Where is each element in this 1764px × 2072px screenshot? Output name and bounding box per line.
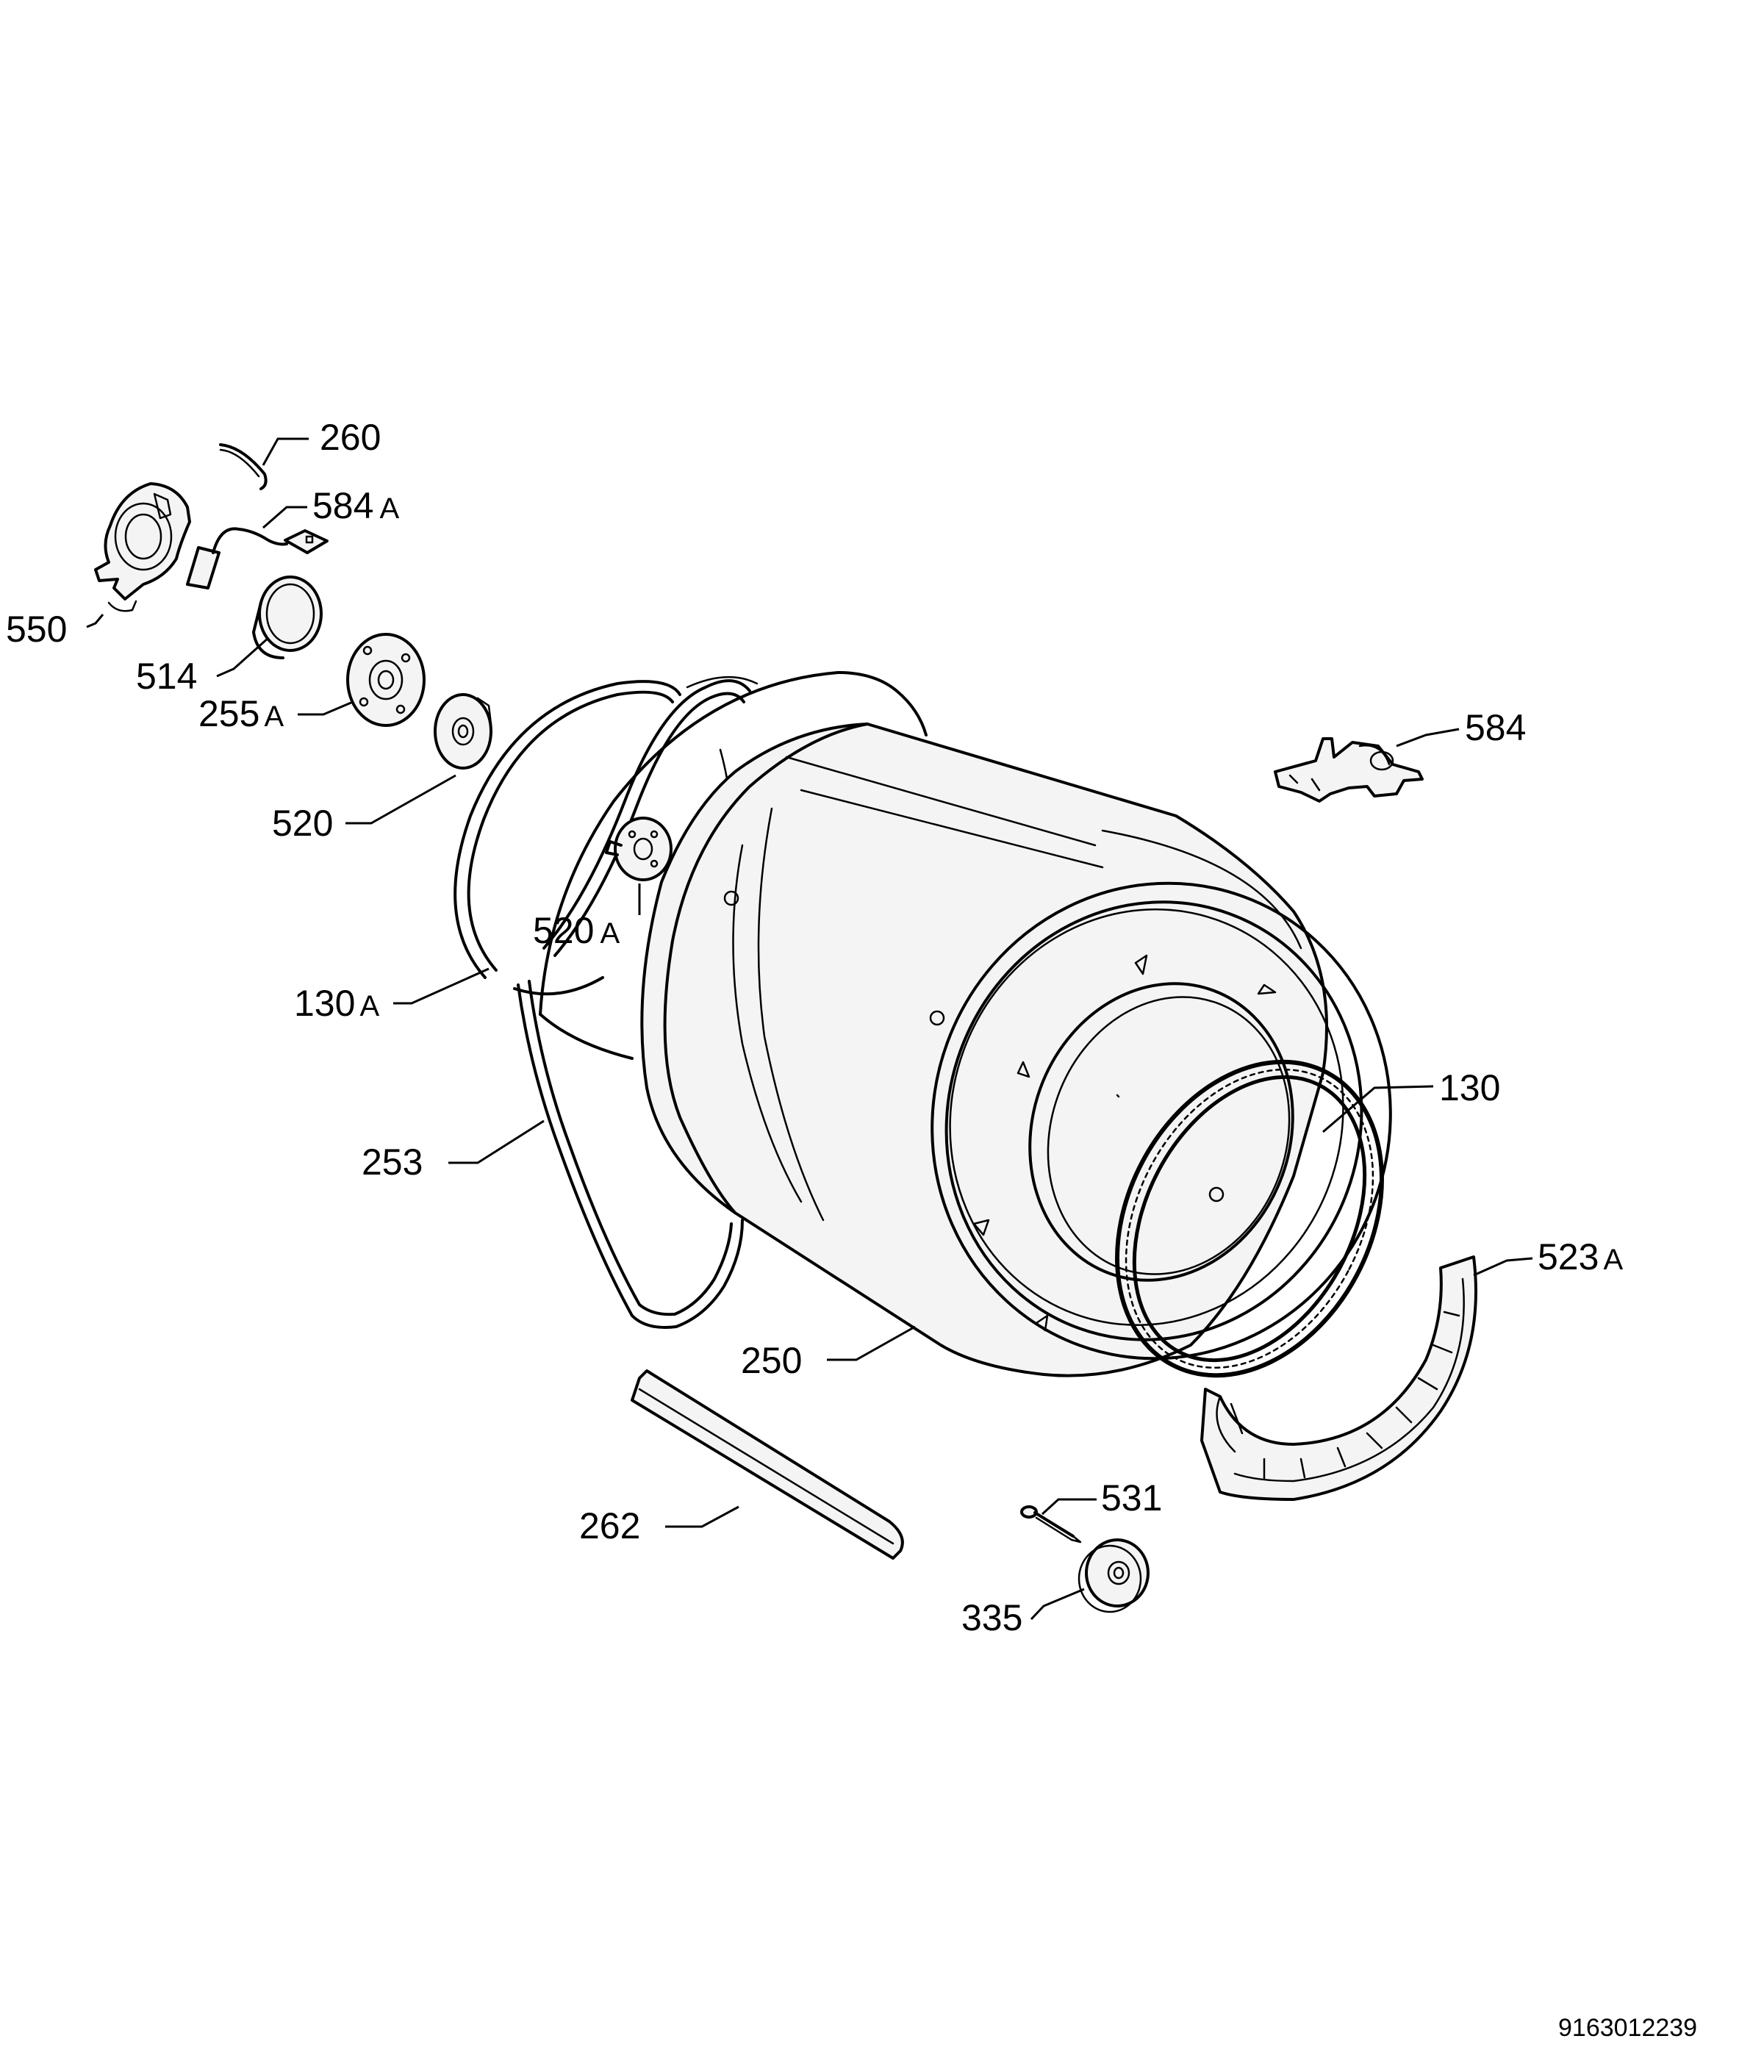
part-250-drum (640, 723, 1392, 1377)
callout-262: 262 (579, 1505, 640, 1546)
leader-520 (345, 774, 456, 825)
leader-260 (262, 437, 309, 466)
part-584a-sensor-wire (186, 527, 329, 589)
document-number: 9163012239 (1558, 2014, 1697, 2042)
callout-550: 550 (6, 609, 67, 650)
part-514-bearing-ring (252, 576, 323, 659)
callout-520: 520 (272, 803, 333, 844)
callout-260: 260 (320, 417, 381, 458)
part-523a-curved-seal (1200, 1255, 1477, 1501)
part-584-thermostat (1274, 737, 1424, 803)
leader-262 (665, 1505, 739, 1528)
callout-253: 253 (362, 1141, 423, 1183)
callout-335: 335 (961, 1597, 1022, 1638)
leader-335 (1030, 1588, 1085, 1621)
leader-514 (216, 637, 269, 678)
part-130a-rear-gasket (453, 680, 681, 996)
callout-531: 531 (1101, 1477, 1162, 1519)
leader-253 (448, 1119, 545, 1164)
part-130-front-gasket (1115, 1059, 1384, 1378)
leader-lines (86, 437, 1533, 1621)
part-260-wire-clip (219, 443, 268, 490)
part-262-slide-strip (631, 1369, 904, 1560)
leader-584 (1396, 728, 1460, 748)
part-520-bearing-disc (434, 693, 492, 770)
leader-250 (827, 1325, 916, 1361)
leader-255a (298, 700, 354, 716)
part-253-drive-belt (517, 675, 759, 1329)
leader-584a (262, 506, 307, 529)
part-531-screw (1020, 1505, 1082, 1544)
leader-531 (1041, 1498, 1097, 1516)
part-520a-drum-shaft-hub (605, 817, 673, 881)
part-255a-flange-plate (346, 633, 426, 727)
part-550-bearing-bracket (94, 482, 191, 612)
leader-130a (393, 967, 490, 1005)
callout-584: 584 (1465, 707, 1526, 748)
leader-523a (1473, 1257, 1533, 1277)
callout-514: 514 (136, 656, 197, 697)
leader-550 (86, 614, 104, 628)
callout-130: 130 (1439, 1067, 1500, 1108)
callout-250: 250 (741, 1340, 802, 1381)
part-335-roller (1078, 1538, 1150, 1613)
leader-130 (1322, 1085, 1434, 1133)
